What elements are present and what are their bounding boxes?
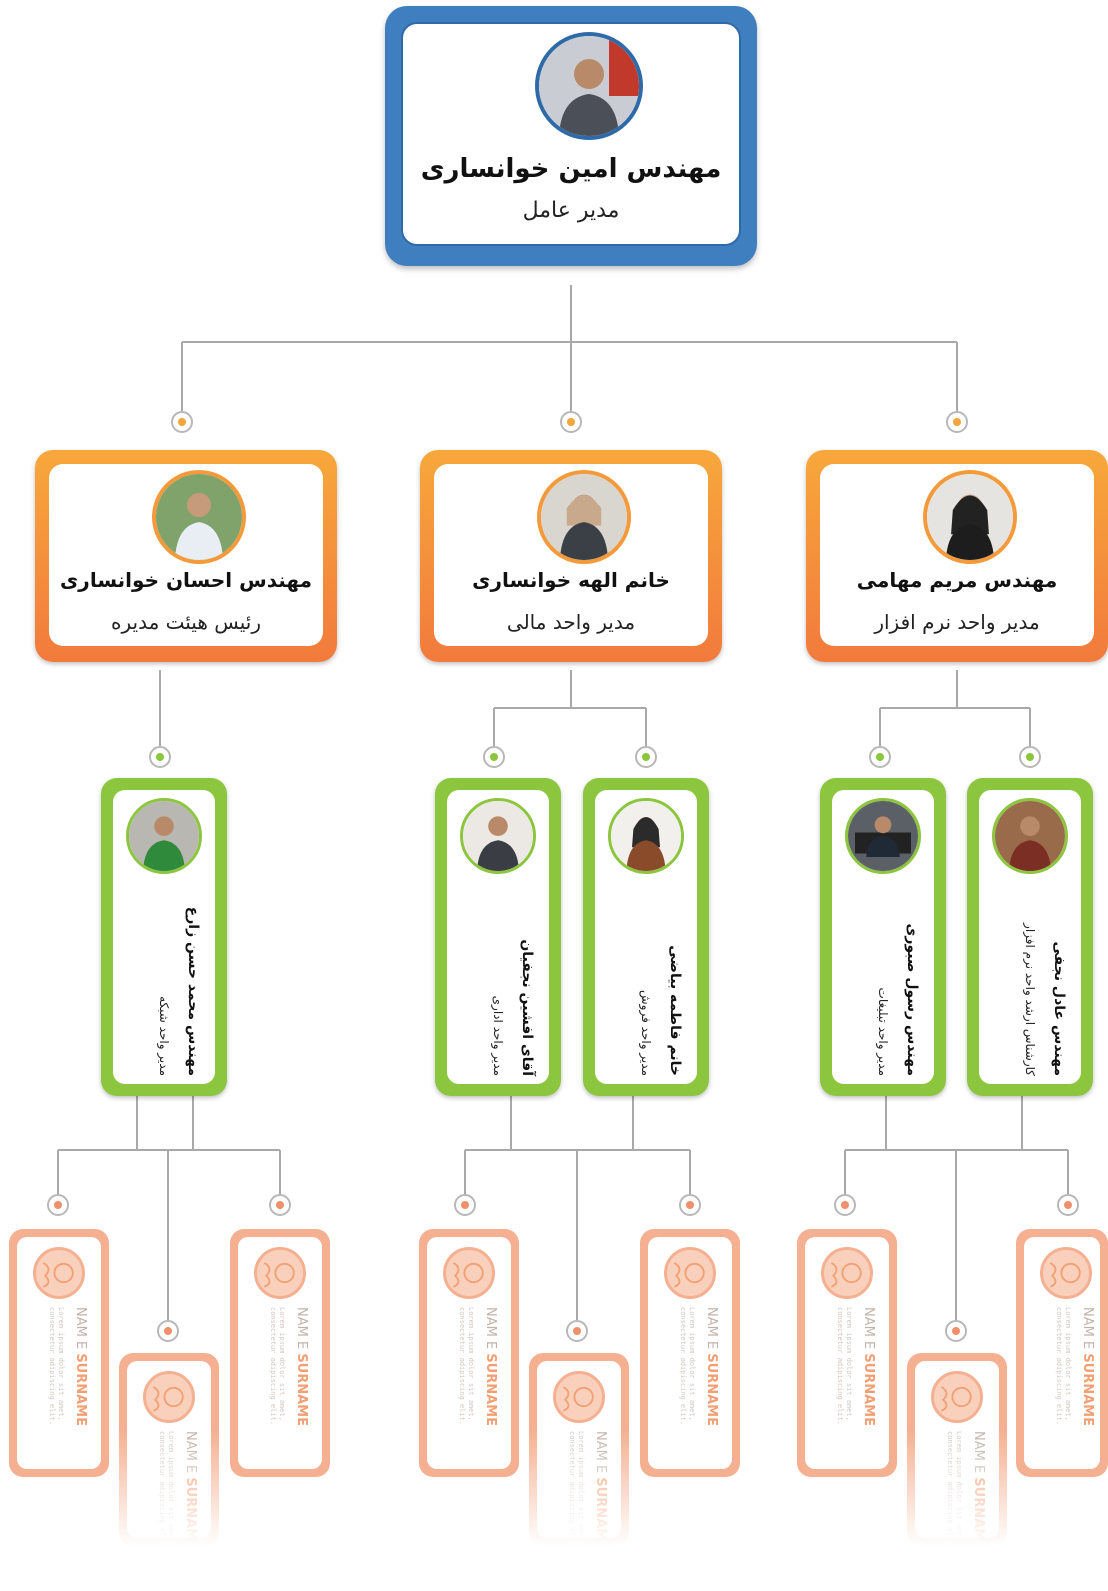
placeholder-name: NAM E SURNAME bbox=[593, 1431, 608, 1550]
manager-card[interactable]: خانم الهه خوانساری مدیر واحد مالی bbox=[420, 450, 722, 662]
placeholder-desc: Lorem ipsum dolor sit amet, consectetur … bbox=[568, 1431, 585, 1550]
placeholder-name: NAM E SURNAME bbox=[73, 1307, 88, 1426]
connector-dot-icon bbox=[946, 411, 968, 433]
placeholder-name: NAM E SURNAME bbox=[704, 1307, 719, 1426]
employee-name: مهندس محمد حسن زارع bbox=[185, 906, 201, 1076]
placeholder-desc: Lorem ipsum dolor sit amet, consectetur … bbox=[269, 1307, 286, 1426]
person-avatar-icon bbox=[460, 798, 536, 874]
connector-dot-icon bbox=[1019, 746, 1041, 768]
placeholder-desc: Lorem ipsum dolor sit amet, consectetur … bbox=[1055, 1307, 1072, 1426]
employee-role: مدیر واحد اداری bbox=[491, 995, 505, 1076]
connector-dot-icon bbox=[869, 746, 891, 768]
connector-lines bbox=[57, 285, 1069, 1320]
person-avatar-icon bbox=[992, 798, 1068, 874]
person-avatar-icon bbox=[608, 798, 684, 874]
placeholder-avatar-icon bbox=[254, 1247, 306, 1299]
employee-card[interactable]: خانم فاطمه بیاضی مدیر واحد فروش bbox=[583, 778, 709, 1096]
connector-dot-icon bbox=[149, 746, 171, 768]
placeholder-avatar-icon bbox=[143, 1371, 195, 1423]
employee-card[interactable]: مهندس رسول صبوری مدیر واحد تبلیغات bbox=[820, 778, 946, 1096]
connector-dot-icon bbox=[1057, 1194, 1079, 1216]
connector-dot-icon bbox=[47, 1194, 69, 1216]
manager-card[interactable]: مهندس مریم مهامی مدیر واحد نرم افزار bbox=[806, 450, 1108, 662]
placeholder-avatar-icon bbox=[821, 1247, 873, 1299]
person-avatar-icon bbox=[152, 470, 246, 564]
placeholder-card: NAM E SURNAME Lorem ipsum dolor sit amet… bbox=[640, 1229, 740, 1477]
placeholder-avatar-icon bbox=[553, 1371, 605, 1423]
placeholder-name: NAM E SURNAME bbox=[294, 1307, 309, 1426]
placeholder-desc: Lorem ipsum dolor sit amet, consectetur … bbox=[946, 1431, 963, 1550]
person-avatar-icon bbox=[923, 470, 1017, 564]
employee-role: کارشناس ارشد واحد نرم افزار bbox=[1023, 923, 1037, 1076]
placeholder-name: NAM E SURNAME bbox=[483, 1307, 498, 1426]
manager-name: مهندس مریم مهامی bbox=[856, 568, 1058, 592]
placeholder-name: NAM E SURNAME bbox=[971, 1431, 986, 1550]
employee-name: مهندس عادل نجفی bbox=[1051, 941, 1067, 1076]
manager-role: مدیر واحد مالی bbox=[506, 610, 636, 634]
employee-card[interactable]: مهندس محمد حسن زارع مدیر واحد شبکه bbox=[101, 778, 227, 1096]
placeholder-card: NAM E SURNAME Lorem ipsum dolor sit amet… bbox=[119, 1353, 219, 1550]
connector-dot-icon bbox=[171, 411, 193, 433]
manager-role: مدیر واحد نرم افزار bbox=[874, 610, 1040, 634]
connector-dot-icon bbox=[566, 1320, 588, 1342]
employee-name: آقای افشین نجفیان bbox=[519, 939, 535, 1076]
employee-name: خانم فاطمه بیاضی bbox=[667, 945, 683, 1076]
connector-dot-icon bbox=[483, 746, 505, 768]
placeholder-avatar-icon bbox=[1040, 1247, 1092, 1299]
manager-name: مهندس احسان خوانساری bbox=[59, 568, 313, 592]
person-avatar-icon bbox=[535, 32, 643, 140]
ceo-card[interactable]: مهندس امین خوانساری مدیر عامل bbox=[385, 6, 757, 266]
ceo-name: مهندس امین خوانساری bbox=[420, 154, 722, 184]
employee-role: مدیر واحد تبلیغات bbox=[876, 987, 890, 1076]
placeholder-avatar-icon bbox=[443, 1247, 495, 1299]
placeholder-card: NAM E SURNAME Lorem ipsum dolor sit amet… bbox=[230, 1229, 330, 1477]
connector-dot-icon bbox=[679, 1194, 701, 1216]
connector-dot-icon bbox=[157, 1320, 179, 1342]
employee-name: مهندس رسول صبوری bbox=[904, 923, 920, 1076]
placeholder-name: NAM E SURNAME bbox=[1080, 1307, 1095, 1426]
connector-dot-icon bbox=[945, 1320, 967, 1342]
connector-dot-icon bbox=[454, 1194, 476, 1216]
manager-name: خانم الهه خوانساری bbox=[472, 568, 670, 592]
placeholder-name: NAM E SURNAME bbox=[861, 1307, 876, 1426]
ceo-role: مدیر عامل bbox=[522, 198, 620, 223]
placeholder-card: NAM E SURNAME Lorem ipsum dolor sit amet… bbox=[1016, 1229, 1108, 1477]
placeholder-card: NAM E SURNAME Lorem ipsum dolor sit amet… bbox=[907, 1353, 1007, 1550]
placeholder-avatar-icon bbox=[931, 1371, 983, 1423]
employee-role: مدیر واحد شبکه bbox=[157, 996, 171, 1076]
manager-card[interactable]: مهندس احسان خوانساری رئیس هیئت مدیره bbox=[35, 450, 337, 662]
connector-dot-icon bbox=[560, 411, 582, 433]
placeholder-desc: Lorem ipsum dolor sit amet, consectetur … bbox=[158, 1431, 175, 1550]
placeholder-card: NAM E SURNAME Lorem ipsum dolor sit amet… bbox=[9, 1229, 109, 1477]
connector-dot-icon bbox=[269, 1194, 291, 1216]
placeholder-desc: Lorem ipsum dolor sit amet, consectetur … bbox=[679, 1307, 696, 1426]
employee-card[interactable]: مهندس عادل نجفی کارشناس ارشد واحد نرم اف… bbox=[967, 778, 1093, 1096]
employee-role: مدیر واحد فروش bbox=[639, 990, 653, 1076]
placeholder-card: NAM E SURNAME Lorem ipsum dolor sit amet… bbox=[529, 1353, 629, 1550]
person-avatar-icon bbox=[537, 470, 631, 564]
person-avatar-icon bbox=[126, 798, 202, 874]
placeholder-desc: Lorem ipsum dolor sit amet, consectetur … bbox=[458, 1307, 475, 1426]
placeholder-card: NAM E SURNAME Lorem ipsum dolor sit amet… bbox=[419, 1229, 519, 1477]
placeholder-desc: Lorem ipsum dolor sit amet, consectetur … bbox=[48, 1307, 65, 1426]
employee-card[interactable]: آقای افشین نجفیان مدیر واحد اداری bbox=[435, 778, 561, 1096]
placeholder-desc: Lorem ipsum dolor sit amet, consectetur … bbox=[836, 1307, 853, 1426]
placeholder-name: NAM E SURNAME bbox=[183, 1431, 198, 1550]
manager-role: رئیس هیئت مدیره bbox=[110, 610, 262, 634]
connector-dot-icon bbox=[834, 1194, 856, 1216]
placeholder-avatar-icon bbox=[664, 1247, 716, 1299]
person-avatar-icon bbox=[845, 798, 921, 874]
placeholder-card: NAM E SURNAME Lorem ipsum dolor sit amet… bbox=[797, 1229, 897, 1477]
placeholder-avatar-icon bbox=[33, 1247, 85, 1299]
connector-dot-icon bbox=[635, 746, 657, 768]
